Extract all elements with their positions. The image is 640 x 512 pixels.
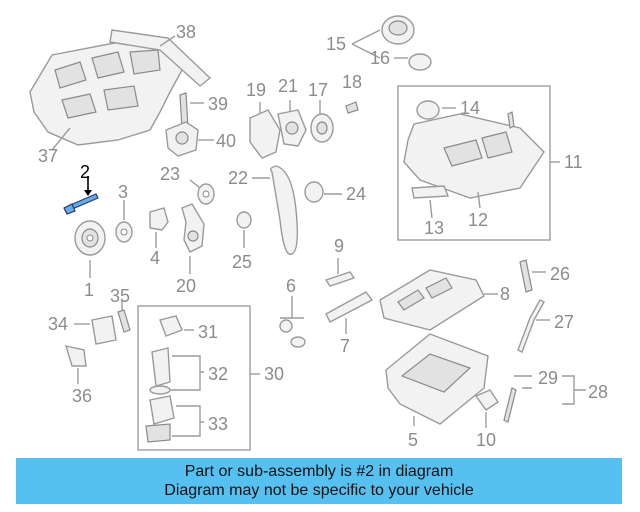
oil-pan-gasket bbox=[379, 269, 498, 331]
callout-31[interactable]: 31 bbox=[198, 322, 218, 342]
clip-35 bbox=[117, 300, 131, 333]
callout-37[interactable]: 37 bbox=[38, 146, 58, 166]
callout-3[interactable]: 3 bbox=[118, 182, 128, 202]
dipstick bbox=[517, 259, 550, 353]
plug-6 bbox=[279, 296, 306, 348]
callout-24[interactable]: 24 bbox=[346, 184, 366, 204]
callout-36[interactable]: 36 bbox=[72, 386, 92, 406]
callout-17[interactable]: 17 bbox=[308, 80, 328, 100]
throttle-body bbox=[165, 121, 214, 157]
callout-5[interactable]: 5 bbox=[408, 430, 418, 450]
callout-30[interactable]: 30 bbox=[264, 364, 284, 384]
parts-diagram: 37 38 39 40 2 3 1 4 20 23 19 21 17 18 22… bbox=[29, 15, 608, 451]
callout-20[interactable]: 20 bbox=[176, 276, 196, 296]
valve-cover bbox=[403, 100, 560, 219]
callout-40[interactable]: 40 bbox=[216, 131, 236, 151]
gasket-9 bbox=[324, 258, 356, 287]
intake-manifold bbox=[29, 39, 183, 151]
callout-9[interactable]: 9 bbox=[334, 236, 344, 256]
sprocket-4 bbox=[149, 207, 169, 248]
timing-belt bbox=[252, 165, 299, 256]
callout-6[interactable]: 6 bbox=[286, 276, 296, 296]
gasket-7 bbox=[325, 291, 374, 334]
callout-7[interactable]: 7 bbox=[340, 336, 350, 356]
callout-33[interactable]: 33 bbox=[208, 414, 228, 434]
callout-4[interactable]: 4 bbox=[150, 248, 160, 268]
drain-plug bbox=[474, 389, 499, 428]
oil-filter-assembly bbox=[145, 315, 260, 443]
callout-26[interactable]: 26 bbox=[550, 264, 570, 284]
callout-1[interactable]: 1 bbox=[84, 280, 94, 300]
pulley-25 bbox=[236, 211, 252, 248]
oil-pan bbox=[385, 333, 489, 426]
manifold-gasket bbox=[109, 29, 212, 87]
callout-25[interactable]: 25 bbox=[232, 252, 252, 272]
bolt-part-2[interactable] bbox=[63, 176, 99, 215]
callout-12[interactable]: 12 bbox=[468, 210, 488, 230]
callout-18[interactable]: 18 bbox=[342, 72, 362, 92]
camshaft-cover-21 bbox=[277, 100, 307, 147]
banner-line-part-number: Part or sub-assembly is #2 in diagram bbox=[184, 463, 454, 480]
banner-line-disclaimer: Diagram may not be specific to your vehi… bbox=[164, 482, 474, 499]
callout-14[interactable]: 14 bbox=[460, 98, 480, 118]
idler-23 bbox=[189, 179, 215, 205]
key-18 bbox=[345, 101, 359, 114]
callout-13[interactable]: 13 bbox=[424, 218, 444, 238]
callout-34[interactable]: 34 bbox=[48, 314, 68, 334]
timing-cover-19 bbox=[249, 102, 281, 159]
callout-29[interactable]: 29 bbox=[538, 368, 558, 388]
callout-15[interactable]: 15 bbox=[326, 34, 346, 54]
sensor-39 bbox=[179, 92, 204, 130]
dipstick-tube bbox=[503, 375, 586, 423]
callout-8[interactable]: 8 bbox=[500, 284, 510, 304]
engine-mount-34 bbox=[74, 315, 117, 345]
callout-39[interactable]: 39 bbox=[208, 94, 228, 114]
crank-pulley bbox=[74, 220, 106, 278]
callout-32[interactable]: 32 bbox=[208, 364, 228, 384]
washer-3 bbox=[115, 200, 133, 243]
callout-2[interactable]: 2 bbox=[80, 162, 90, 182]
callout-27[interactable]: 27 bbox=[554, 312, 574, 332]
callout-22[interactable]: 22 bbox=[228, 168, 248, 188]
callout-38[interactable]: 38 bbox=[176, 22, 196, 42]
tensioner-20 bbox=[181, 203, 205, 274]
callout-11[interactable]: 11 bbox=[564, 152, 583, 172]
callout-23[interactable]: 23 bbox=[160, 164, 180, 184]
cam-sprocket-17 bbox=[310, 100, 334, 143]
callout-21[interactable]: 21 bbox=[278, 76, 298, 96]
callout-28[interactable]: 28 bbox=[588, 382, 608, 402]
callout-16[interactable]: 16 bbox=[370, 48, 390, 68]
bracket-36 bbox=[64, 345, 87, 384]
oil-cap bbox=[351, 15, 432, 71]
info-banner: Part or sub-assembly is #2 in diagram Di… bbox=[16, 458, 622, 504]
callout-19[interactable]: 19 bbox=[246, 80, 266, 100]
idler-24 bbox=[304, 181, 342, 203]
callout-10[interactable]: 10 bbox=[476, 430, 496, 450]
callout-35[interactable]: 35 bbox=[110, 286, 130, 306]
